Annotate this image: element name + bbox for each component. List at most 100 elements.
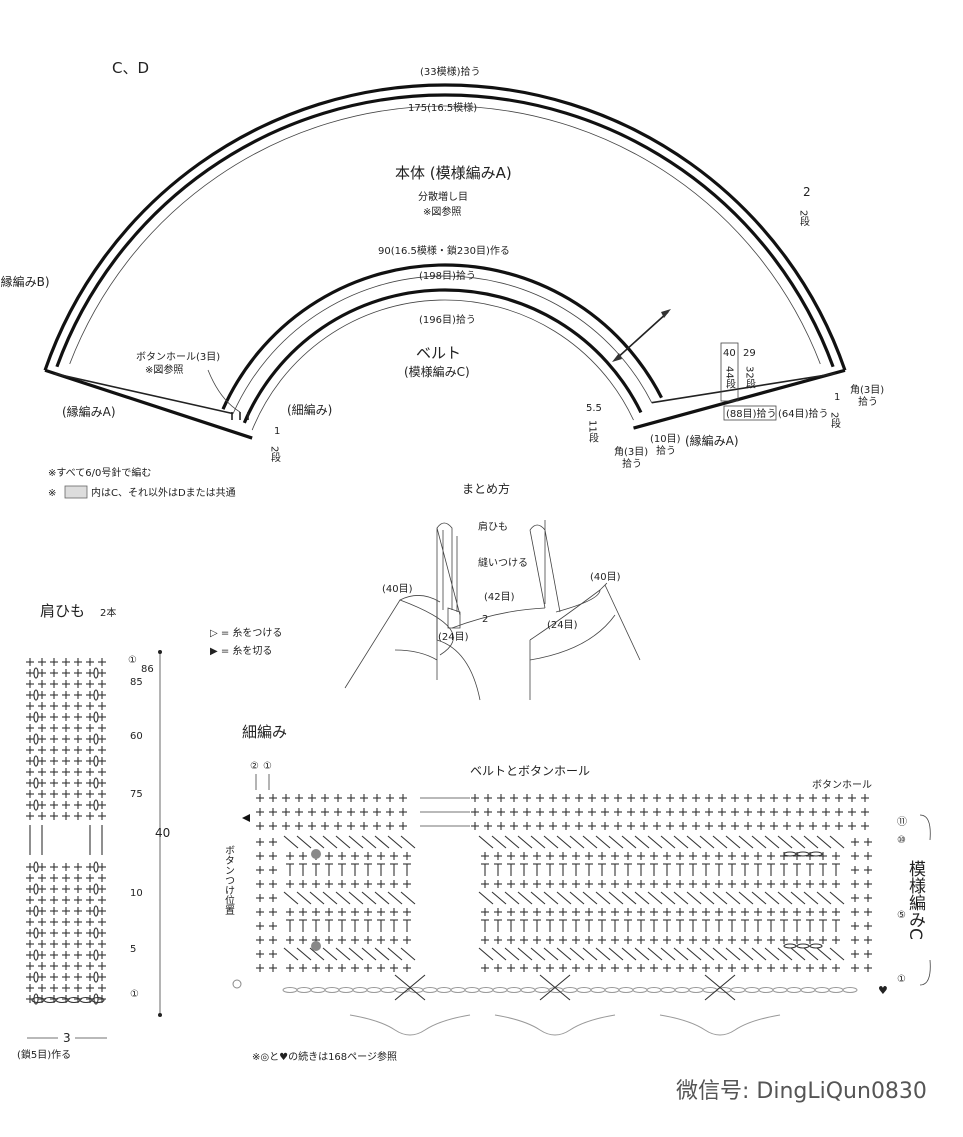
outer-width-label: 175(16.5模様) bbox=[408, 101, 477, 114]
right-rows-value: 2 bbox=[803, 185, 811, 199]
assembly-title: まとめ方 bbox=[462, 481, 510, 496]
stitch-mark bbox=[400, 891, 416, 905]
stitch-mark bbox=[751, 835, 767, 849]
stitch-mark bbox=[634, 891, 650, 905]
stitch-mark bbox=[569, 835, 585, 849]
edging-chain bbox=[632, 987, 648, 993]
stitch-mark bbox=[387, 947, 403, 961]
arrow-heads bbox=[612, 309, 671, 362]
stitch-mark bbox=[595, 891, 611, 905]
stitch-mark bbox=[335, 947, 351, 961]
stitch-mark bbox=[569, 947, 585, 961]
edging-chain bbox=[646, 987, 662, 993]
belt-row-label: ⑩ bbox=[897, 835, 906, 846]
strap-row-label: 85 bbox=[130, 677, 143, 688]
stitch-mark bbox=[93, 689, 99, 701]
stitch-mark bbox=[699, 947, 715, 961]
stitch-mark bbox=[33, 777, 39, 789]
edging-chain bbox=[296, 987, 312, 993]
stitch-mark bbox=[634, 835, 650, 849]
stitch-mark bbox=[322, 947, 338, 961]
pick-88-label: (88目)拾う bbox=[726, 407, 777, 420]
stitch-mark bbox=[829, 835, 845, 849]
stitch-mark bbox=[777, 835, 793, 849]
stitch-mark bbox=[348, 947, 364, 961]
stitch-mark bbox=[33, 949, 39, 961]
stitch-mark bbox=[790, 835, 806, 849]
stitch-mark bbox=[33, 861, 39, 873]
note-c: 内はC、それ以外はDまたは共通 bbox=[91, 486, 236, 499]
edging-chain bbox=[562, 987, 578, 993]
stitch-mark bbox=[699, 891, 715, 905]
stitch-mark bbox=[478, 891, 494, 905]
body-bottom-line bbox=[221, 263, 663, 410]
c-pick-box bbox=[723, 405, 777, 421]
strap-width-label: 3 bbox=[63, 1031, 71, 1045]
strap-row-label: 60 bbox=[130, 731, 143, 742]
stitch-mark bbox=[803, 891, 819, 905]
belt-pattern-label: (模様編みC) bbox=[404, 364, 470, 379]
belt-label: ベルト bbox=[416, 344, 461, 362]
bottom-edge-line bbox=[633, 368, 846, 430]
stitch-mark bbox=[400, 947, 416, 961]
strap-row-label: 86 bbox=[141, 664, 154, 675]
stitch-mark bbox=[543, 947, 559, 961]
stitch-mark bbox=[543, 835, 559, 849]
leader-line bbox=[207, 369, 241, 413]
strap-length-label: 40 bbox=[155, 826, 170, 840]
left-bottom-rows-unit: 2段 bbox=[269, 446, 281, 463]
bottom-edge-line bbox=[44, 368, 253, 440]
edging-chain bbox=[310, 987, 326, 993]
edging-chain bbox=[730, 987, 746, 993]
body-note-ref: ※図参照 bbox=[423, 205, 461, 218]
note-needle: ※すべて6/0号針で編む bbox=[48, 466, 151, 479]
stitch-mark bbox=[582, 947, 598, 961]
stitch-mark bbox=[673, 891, 689, 905]
edging-chain bbox=[422, 987, 438, 993]
stitch-mark bbox=[829, 947, 845, 961]
strap-row-label: 10 bbox=[130, 888, 143, 899]
stitch-mark bbox=[816, 835, 832, 849]
stitch-mark bbox=[296, 947, 312, 961]
edging-chain bbox=[492, 987, 508, 993]
edging-chain bbox=[506, 987, 522, 993]
stitch-mark bbox=[751, 947, 767, 961]
edging-chain bbox=[534, 987, 550, 993]
stitch-mark bbox=[309, 835, 325, 849]
stitch-mark bbox=[322, 891, 338, 905]
edging-chain bbox=[618, 987, 634, 993]
stitch-mark bbox=[33, 799, 39, 811]
assembly-left-24: (24目) bbox=[438, 632, 469, 643]
strap-row-label: ① bbox=[130, 989, 139, 1000]
pick-10-b: 拾う bbox=[656, 444, 676, 457]
right-bottom-rows-unit: 2段 bbox=[829, 412, 841, 429]
stitch-mark bbox=[738, 835, 754, 849]
stitch-mark bbox=[621, 835, 637, 849]
edging-chain bbox=[674, 987, 690, 993]
edging-chain bbox=[436, 987, 452, 993]
belt-row-label: ⑪ bbox=[897, 816, 907, 828]
stitch-mark bbox=[764, 891, 780, 905]
body-label: 本体 (模様編みA) bbox=[395, 164, 512, 182]
edging-chain bbox=[520, 987, 536, 993]
pick-10-a: (10目) bbox=[650, 434, 681, 445]
stitch-mark bbox=[283, 835, 299, 849]
strap-chart-title: 肩ひも bbox=[40, 602, 85, 620]
start-chain-label: 90(16.5模様・鎖230目)作る bbox=[378, 244, 510, 257]
stitch-mark bbox=[93, 799, 99, 811]
stitch-mark bbox=[530, 835, 546, 849]
stitch-mark bbox=[478, 835, 494, 849]
edging-chain bbox=[828, 987, 844, 993]
body-top-line bbox=[69, 105, 821, 365]
fine-row-label: ② bbox=[250, 761, 259, 772]
stitch-mark bbox=[660, 947, 676, 961]
c-size-box bbox=[720, 342, 739, 402]
stitch-mark bbox=[33, 667, 39, 679]
stitch-mark bbox=[712, 947, 728, 961]
button-position-marker bbox=[311, 941, 321, 951]
watermark: 微信号: DingLiQun0830 bbox=[676, 1079, 927, 1104]
stitch-mark bbox=[93, 711, 99, 723]
stitch-mark bbox=[725, 891, 741, 905]
assembly-strap-label: 肩ひも bbox=[478, 520, 508, 533]
